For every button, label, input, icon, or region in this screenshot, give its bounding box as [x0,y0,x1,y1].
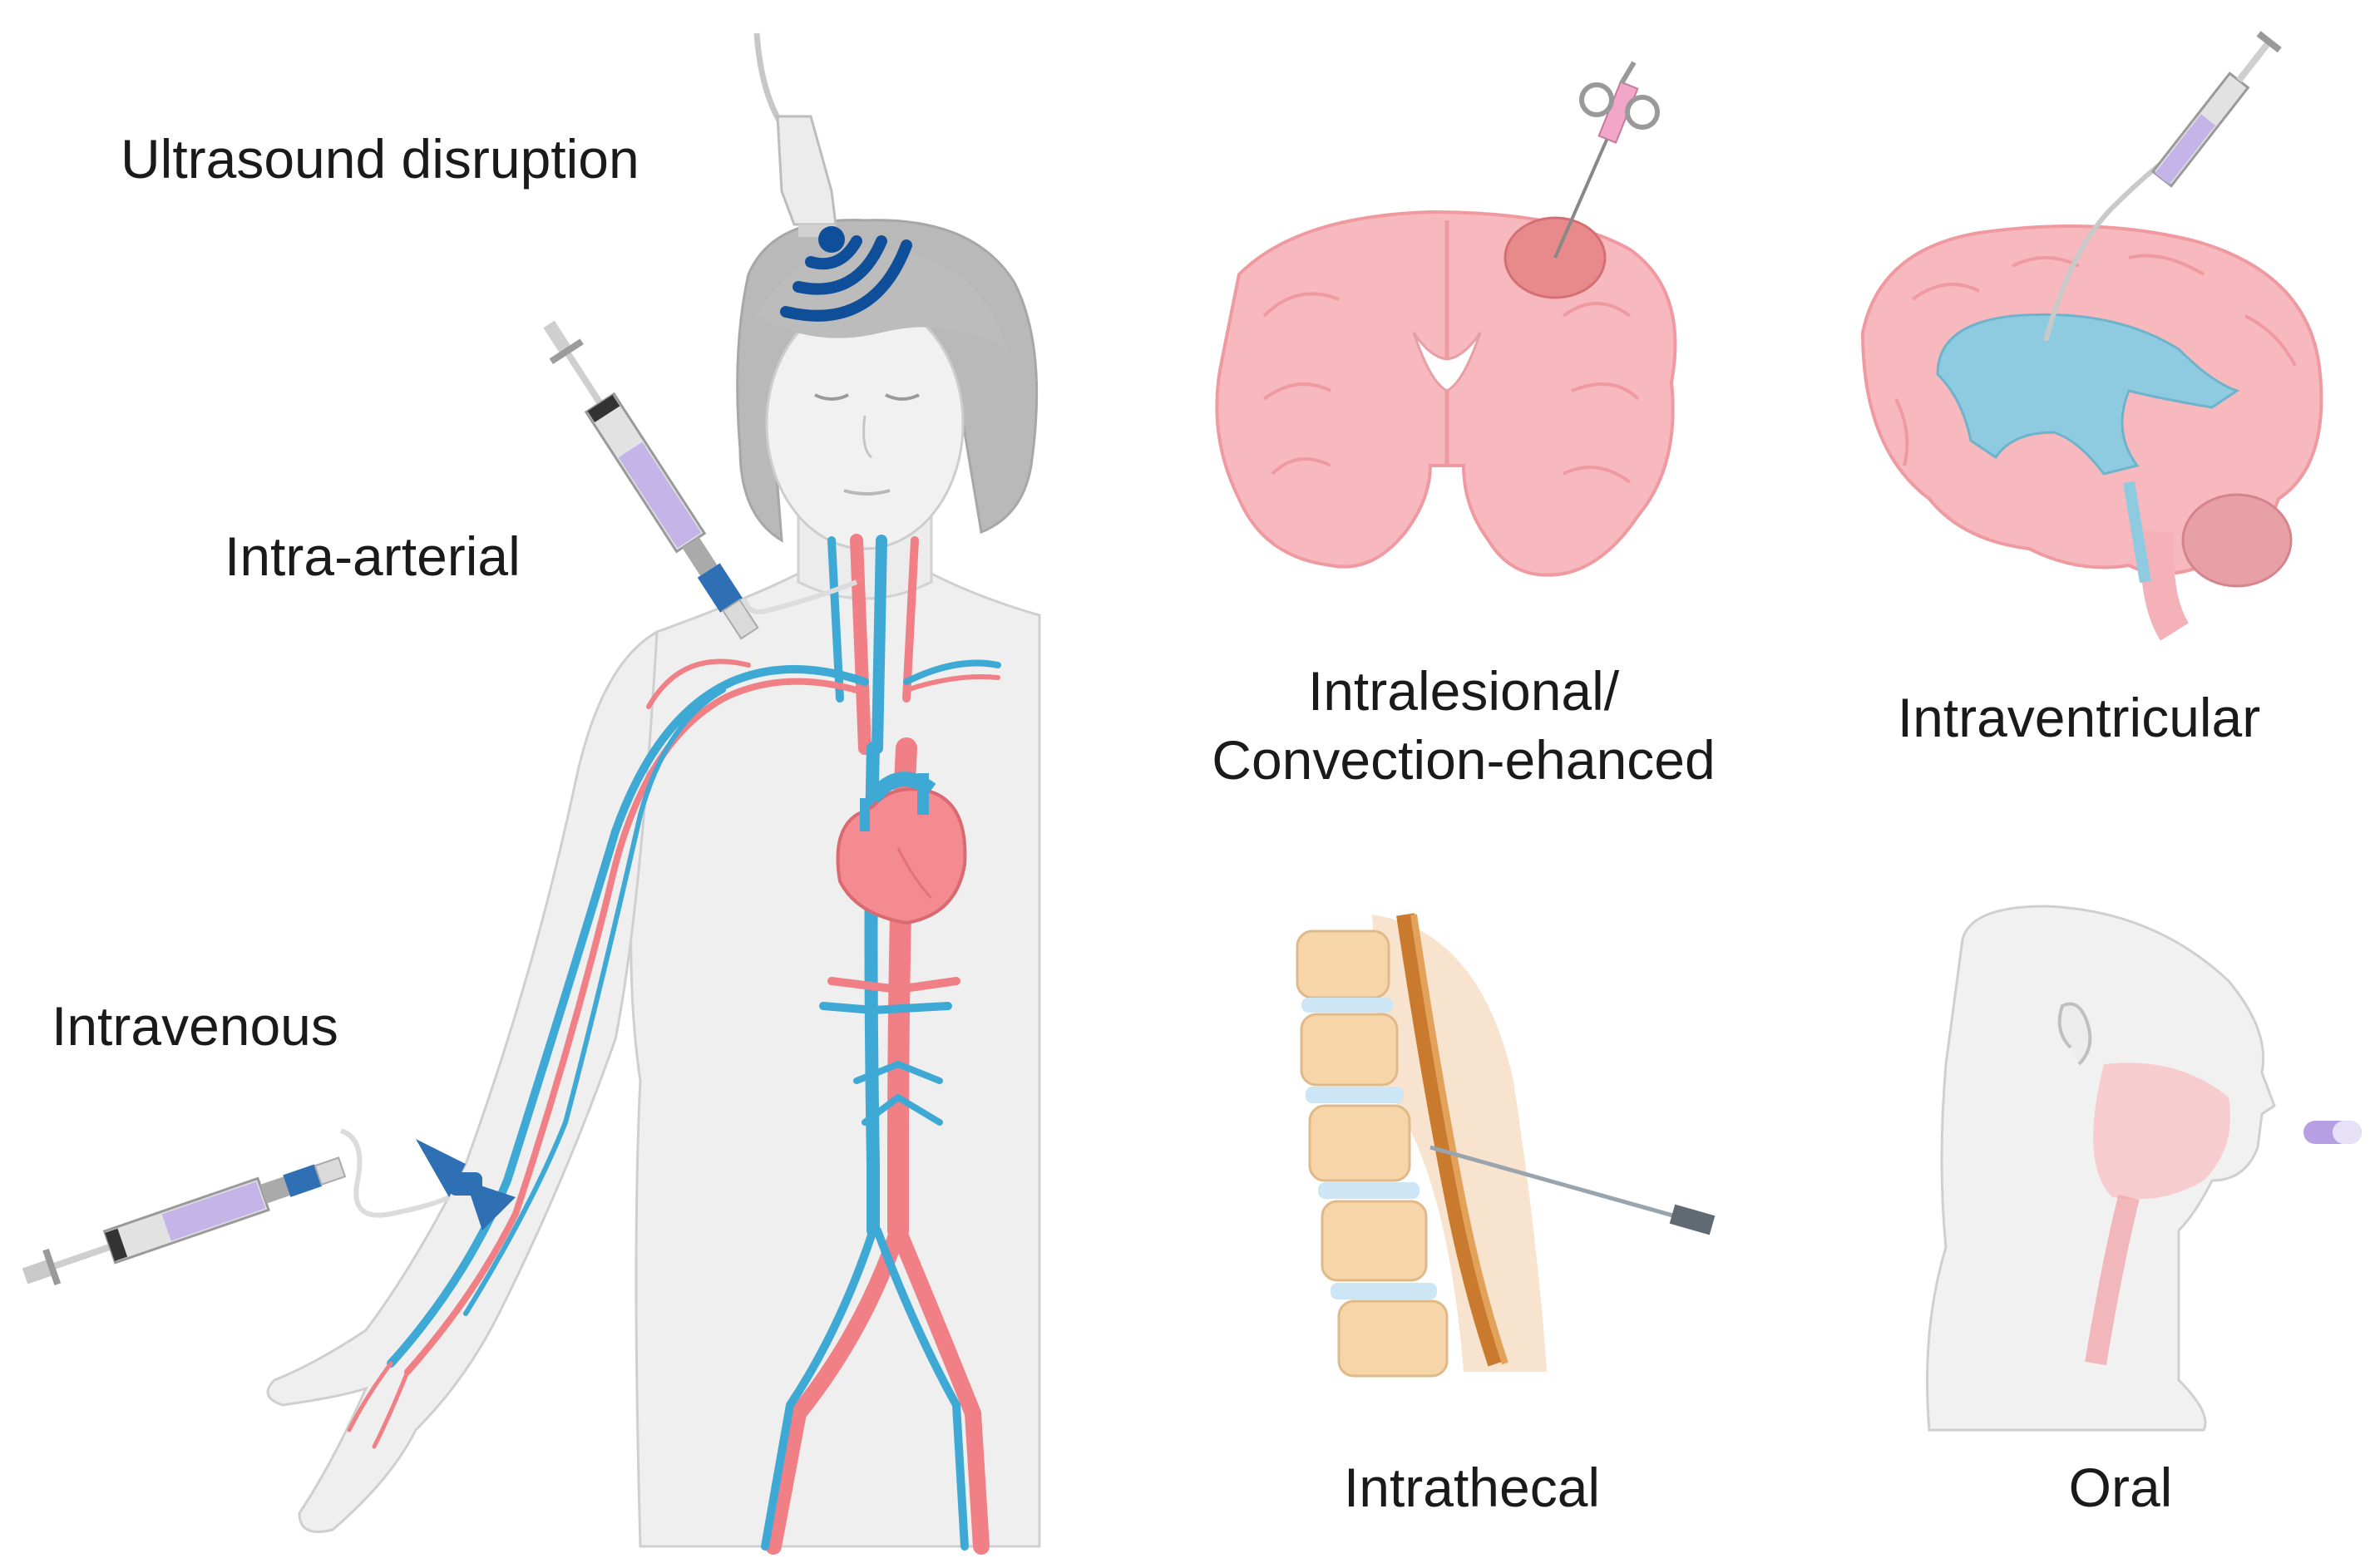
label-intralesional-line2: Convection-ehanced [1212,728,1716,791]
label-intralesional: Intralesional/ Convection-ehanced [1148,657,1780,794]
label-intra-arterial: Intra-arterial [225,525,521,587]
human-figure [266,219,1041,1555]
head-profile [1926,905,2362,1432]
label-intravenous: Intravenous [52,995,338,1057]
label-intraventricular: Intraventricular [1897,687,2261,748]
iv-tube [339,1128,451,1218]
label-ultrasound-disruption: Ultrasound disruption [121,128,639,190]
arterial-tube [742,579,858,614]
spine [1296,913,1716,1378]
butterfly-needle [416,1139,516,1230]
label-intralesional-line1: Intralesional/ [1307,660,1620,722]
intravenous-syringe [22,1156,347,1286]
intra-arterial-syringe [543,320,759,640]
sagittal-brain [1860,31,2323,641]
heart [836,772,967,925]
blood-vessels [347,534,1001,1555]
ventricle [1936,313,2240,476]
ultrasound-probe [753,32,912,322]
coronal-brain [1215,61,1677,577]
arm [266,629,659,1533]
label-oral: Oral [2068,1457,2173,1518]
label-intrathecal: Intrathecal [1343,1457,1601,1518]
